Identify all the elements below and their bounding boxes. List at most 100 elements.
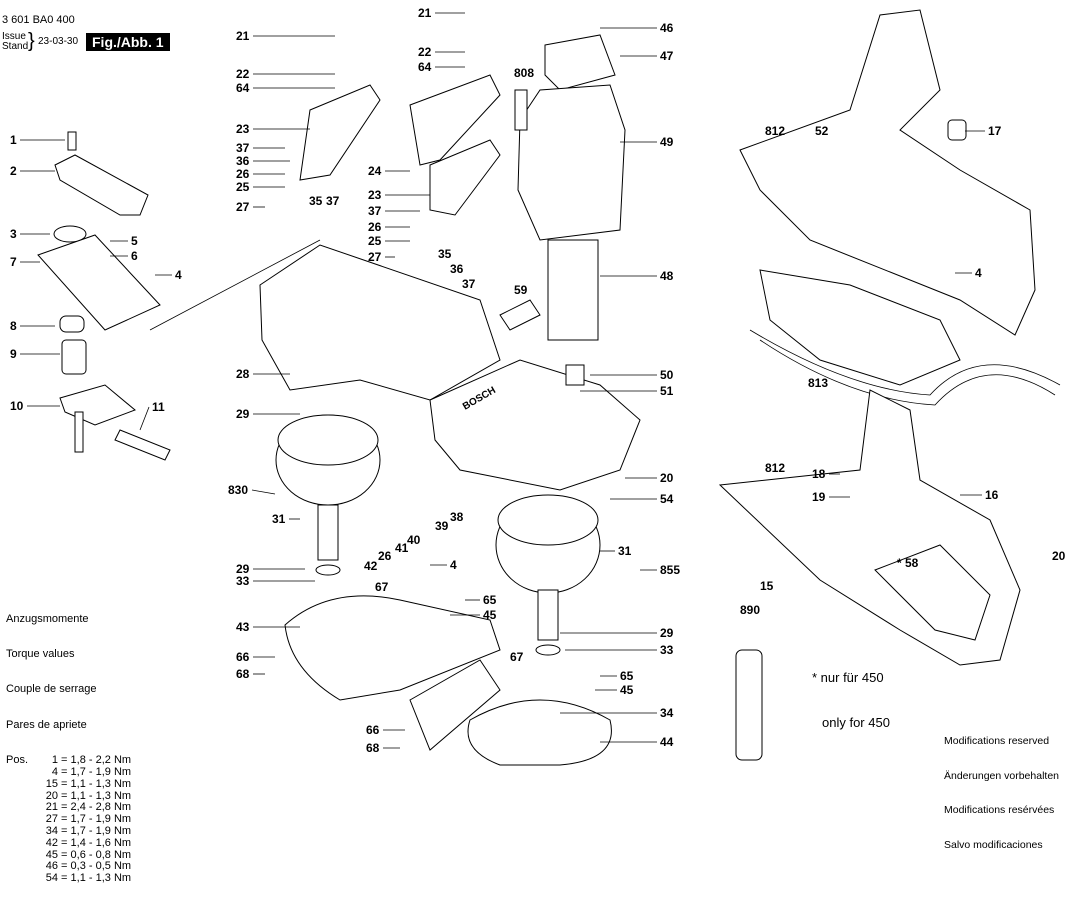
guide-line: [149, 239, 321, 331]
callout-label: 17: [988, 124, 1002, 138]
callout-label: 27: [236, 200, 250, 214]
motor-housing: [517, 84, 626, 241]
callout-label: 54: [660, 492, 674, 506]
callout-label: 35: [438, 247, 452, 261]
torque-value: 1,7 - 1,9 Nm: [70, 813, 132, 826]
callout-label: 19: [812, 490, 826, 504]
guide-arm: [299, 84, 381, 181]
pin: [74, 411, 84, 453]
callout-label: 49: [660, 135, 674, 149]
callout-label: 8: [10, 319, 17, 333]
pos-number: 45: [45, 848, 58, 861]
callout-label: 22: [236, 67, 250, 81]
callout-label: 813: [808, 376, 828, 390]
note-line: only for 450: [822, 715, 890, 730]
pulley-guard: [284, 595, 501, 701]
callout-label: 45: [483, 608, 497, 622]
callout-label: 40: [407, 533, 421, 547]
fork: [59, 384, 136, 426]
torque-title: Anzugsmomente: [6, 612, 89, 625]
callout-label: 890: [740, 603, 760, 617]
gear-housing: [429, 359, 641, 491]
callout-label: 39: [435, 519, 449, 533]
callout-label: 37: [368, 204, 382, 218]
screw: [67, 131, 77, 151]
motor: [547, 239, 599, 341]
callout-label: 20: [1052, 549, 1066, 563]
issue-date: 23-03-30: [38, 36, 79, 47]
torque-title: Pares de apriete: [6, 718, 87, 731]
callout-label: 812: [765, 124, 785, 138]
callout-label: 45: [620, 683, 634, 697]
callout-label: 10: [10, 399, 24, 413]
cable: [749, 329, 1061, 396]
callout-label: 51: [660, 384, 674, 398]
pos-label: Pos.: [6, 754, 29, 767]
callout-label: 6: [131, 249, 138, 263]
lever: [54, 154, 149, 216]
part-number: 3 601 BA0 400: [2, 14, 75, 26]
callout-label: 42: [364, 559, 378, 573]
callout-label: 41: [395, 541, 409, 555]
callout-label: 2: [10, 164, 17, 178]
bracket-plate: [37, 234, 161, 331]
callout-label: 47: [660, 49, 674, 63]
torque-value: 2,4 - 2,8 Nm: [70, 801, 132, 814]
callout-label: 36: [450, 262, 464, 276]
callout-label: 29: [660, 626, 674, 640]
callout-label: 808: [514, 66, 534, 80]
guide-arm: [429, 139, 501, 216]
pulley-shaft: [537, 589, 559, 641]
torque-row: 54 = 1,1 - 1,3 Nm: [6, 872, 131, 885]
callout-label: 830: [228, 483, 248, 497]
pos-number: 42: [45, 836, 58, 849]
callout-label: 44: [660, 735, 674, 749]
torque-title: Couple de serrage: [6, 683, 97, 696]
torque-value: 1,1 - 1,3 Nm: [70, 789, 132, 802]
callout-label: 33: [660, 643, 674, 657]
handle-housing: [739, 9, 1036, 336]
torque-value: 0,3 - 0,5 Nm: [70, 860, 132, 873]
torque-value: 1,4 - 1,6 Nm: [70, 836, 132, 849]
pos-number: 46: [45, 860, 58, 873]
torque-row: 4 = 1,7 - 1,9 Nm: [6, 765, 131, 779]
torque-value: 1,7 - 1,9 Nm: [70, 824, 132, 837]
callout-label: 52: [815, 124, 829, 138]
pinion: [565, 364, 585, 386]
callout-label: 46: [660, 21, 674, 35]
electronics-module: [759, 269, 961, 386]
callout-label: 855: [660, 563, 680, 577]
callout-label: 67: [510, 650, 524, 664]
callout-label: 28: [236, 367, 250, 381]
pos-number: 27: [45, 813, 58, 826]
pos-number: 4: [51, 765, 58, 778]
callout-label: 50: [660, 368, 674, 382]
callout-label: 22: [418, 45, 432, 59]
callout-label: 4: [975, 266, 982, 280]
callout-label: 29: [236, 407, 250, 421]
figure-label: Fig./Abb. 1: [86, 33, 170, 51]
parts: BOSCH: [37, 9, 1061, 766]
note-line: * nur für 450: [812, 670, 884, 685]
callout-label: 35: [309, 194, 323, 208]
callout-label: 1: [10, 133, 17, 147]
callout-label: 68: [366, 741, 380, 755]
callout-label: 37: [236, 141, 250, 155]
guard-plate: [409, 659, 501, 751]
brace: }: [28, 30, 35, 52]
callout-label: 33: [236, 574, 250, 588]
modifications-line: Änderungen vorbehalten: [944, 769, 1060, 782]
callout-label: 26: [378, 549, 392, 563]
callout-label: 4: [175, 268, 182, 282]
modifications-line: Modifications reserved: [944, 735, 1050, 747]
callout-label: 48: [660, 269, 674, 283]
torque-value: 0,6 - 0,8 Nm: [70, 848, 132, 861]
callout-label: 64: [236, 81, 250, 95]
callout-label: 66: [236, 650, 250, 664]
grip-cutout: [874, 544, 991, 641]
modifications-line: Modifications resérvées: [944, 804, 1055, 816]
callout-label: 812: [765, 461, 785, 475]
pos-number: 54: [45, 872, 58, 885]
callout-label: 20: [660, 471, 674, 485]
shaft-holder: [61, 339, 87, 375]
